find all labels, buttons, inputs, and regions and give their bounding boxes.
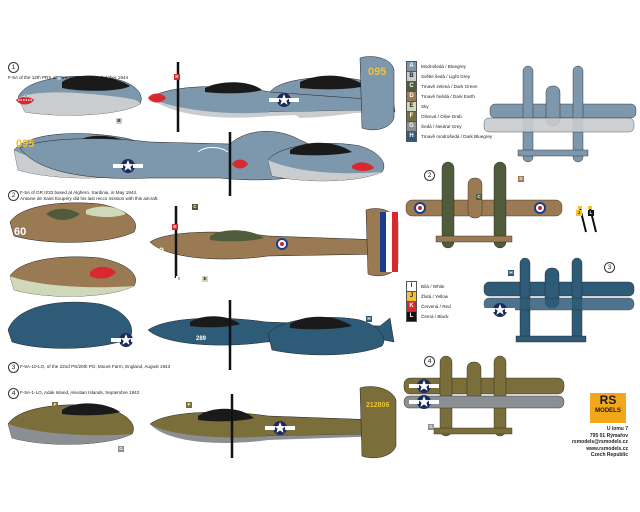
topview-scheme2 <box>405 161 563 249</box>
legend-label: Modrošedá / Bluegrey <box>421 64 466 69</box>
legend-label: Bílá / White <box>421 284 445 289</box>
publisher-address: U lomu 7 795 01 Rýmařov rsmodels@rsmodel… <box>548 426 628 459</box>
legend-label: Tmavě zelená / Dark Green <box>421 84 478 89</box>
legend-row-L: L Černá / Black <box>406 311 449 322</box>
scheme-caption-line2: Antoine de Saint Exupéry did his last re… <box>20 196 159 201</box>
legend-label: Žlutá / Yellow <box>421 294 449 299</box>
color-tag-K: K <box>174 74 180 80</box>
address-website: www.rsmodels.cz <box>586 445 628 452</box>
color-tag-B: B <box>116 118 122 124</box>
scheme2-side-view <box>149 206 399 278</box>
topview-scheme3-underside <box>483 297 635 317</box>
color-tag-F: F <box>52 402 58 408</box>
topview-number: 2 <box>424 170 435 181</box>
scheme-caption: F-5A-1-LO, Adak Island, Aleutian Islands… <box>20 390 140 395</box>
color-tag-J: J <box>576 210 582 216</box>
code-60-side: 60 <box>154 246 165 256</box>
color-tag-E: E <box>202 276 208 282</box>
serial-212: 212806 <box>366 402 390 409</box>
code-095: 095 <box>368 66 387 78</box>
color-tag-G: G <box>118 446 124 452</box>
topview-scheme4-underside <box>403 395 565 409</box>
scheme4-side-view <box>149 386 397 459</box>
legend-label: Černá / Black <box>421 314 449 319</box>
swatch-L: L <box>406 311 417 322</box>
scheme-caption: F-5A-10-LO, of the 22nd PS/20th PG, Moun… <box>20 364 171 369</box>
address-email: rsmodels@rsmodels.cz <box>571 439 628 446</box>
color-tag-H: H <box>508 270 514 276</box>
legend-label: Tmavě modrošedá / Dark Bluegrey <box>421 134 493 139</box>
scheme-number: 4 <box>8 388 19 399</box>
topview-number: 3 <box>604 262 615 273</box>
code-095-lower: 095 <box>16 138 35 150</box>
scheme-number: 3 <box>8 362 19 373</box>
code-60: 60 <box>14 226 27 238</box>
scheme1-side-view <box>148 56 396 132</box>
color-tag-L: L <box>588 210 594 216</box>
swatch-H: H <box>406 131 417 142</box>
scheme-number: 2 <box>8 190 19 201</box>
color-tag-I: I <box>176 276 182 282</box>
logo-line2: MODELS <box>595 408 621 414</box>
topview-scheme1-underside <box>483 117 635 133</box>
code-289: 289 <box>196 336 207 342</box>
color-tag-D: D <box>518 176 524 182</box>
scheme-number: 1 <box>8 62 19 73</box>
address-line: Czech Republic <box>590 452 628 459</box>
topview-scheme1 <box>489 65 637 163</box>
scheme1-nose-left <box>16 75 142 116</box>
address-line: 795 01 Rýmařov <box>589 432 628 439</box>
color-tag-G: G <box>428 424 434 430</box>
scheme3-nose-left <box>7 301 132 349</box>
scheme3-nose-right <box>267 316 385 356</box>
legend-label: Tmavě hnědá / Dark Earth <box>421 94 475 99</box>
color-tag-C: C <box>476 194 482 200</box>
topview-number: 4 <box>424 356 435 367</box>
legend-label: Světle šedá / Light Grey <box>421 74 471 79</box>
logo-line1: RS <box>599 393 617 407</box>
color-tag-F: F <box>186 402 192 408</box>
color-tag-H: H <box>366 316 372 322</box>
scheme-caption: F-5A of GR II/33 based at Alghero, Sardi… <box>20 190 138 195</box>
scheme-caption: F-5A of the 12th PRS at Foremnes, Belgiu… <box>8 75 129 80</box>
legend-label: Sky <box>421 104 429 109</box>
legend-label: Olivová / Olive Drab <box>421 114 462 119</box>
rs-models-logo: RS MODELS <box>590 393 626 423</box>
legend-row-H: H Tmavě modrošedá / Dark Bluegrey <box>406 131 493 142</box>
legend-label: Červená / Red <box>421 304 451 309</box>
legend-label: Šedá / Neutral Grey <box>421 124 462 129</box>
address-line: U lomu 7 <box>606 426 628 432</box>
color-tag-A: A <box>56 76 62 82</box>
color-tag-C: C <box>192 204 198 210</box>
scheme2-nose-left-lower <box>9 256 136 297</box>
scheme4-nose-left <box>7 403 134 445</box>
scheme2-nose-left <box>9 202 136 243</box>
color-tag-K: K <box>172 224 178 230</box>
scheme1-nose-right-lower <box>267 142 385 182</box>
